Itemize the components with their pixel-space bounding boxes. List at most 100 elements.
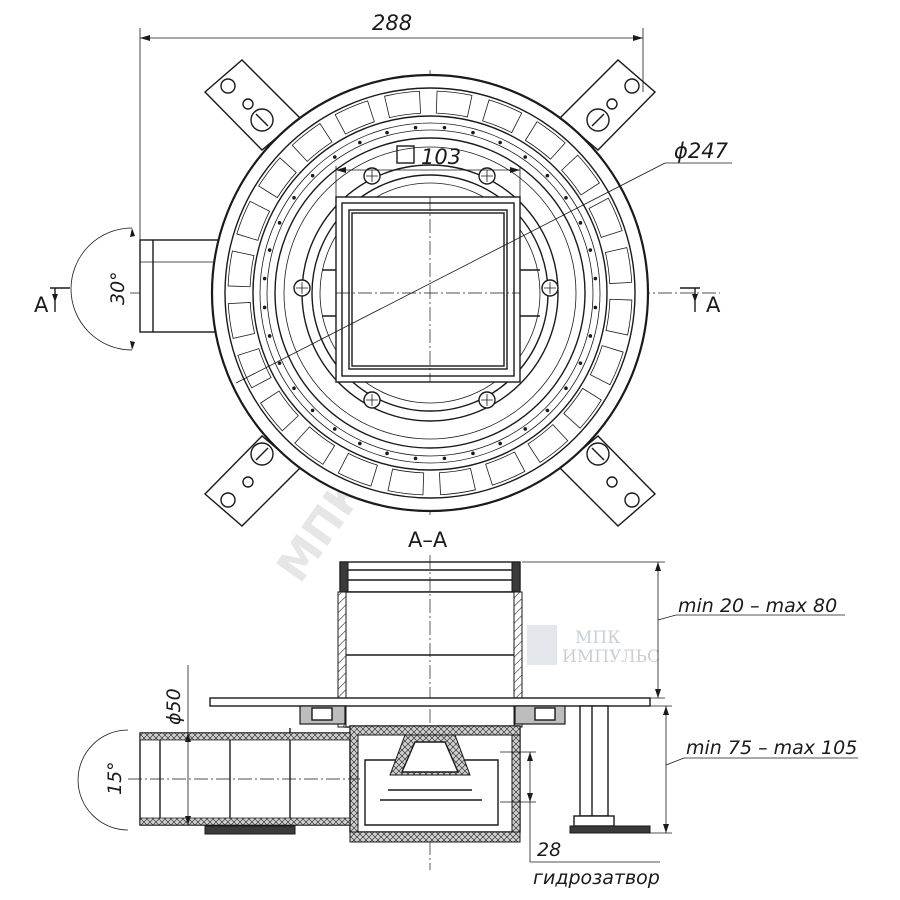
angle-arc-top: [70, 227, 133, 351]
label-height-upper: min 20 – max 80: [678, 595, 837, 617]
body-rib: [227, 301, 256, 339]
watermark-logo: МПК ИМПУЛЬС: [527, 625, 660, 667]
label-water-seal-value: 28: [537, 839, 561, 861]
screw-left: [293, 279, 311, 297]
perimeter-hole: [413, 456, 418, 461]
label-water-seal: гидрозатвор: [533, 867, 660, 889]
body-rib: [227, 250, 255, 288]
screw-bottom-right: [478, 391, 496, 409]
mounting-bracket-bottom-left: [203, 435, 302, 527]
perimeter-hole: [267, 334, 272, 338]
dimension-288: [139, 28, 644, 240]
section-marker-right: [680, 287, 700, 312]
perimeter-hole: [593, 305, 598, 310]
perimeter-hole: [277, 221, 282, 225]
label-section-title: А–А: [408, 528, 448, 552]
body-rib: [236, 200, 271, 241]
perimeter-hole: [413, 125, 418, 130]
perimeter-hole: [578, 221, 583, 225]
perimeter-hole: [545, 408, 550, 413]
body-rib: [435, 90, 473, 118]
perimeter-hole: [498, 140, 502, 145]
section-view: [77, 555, 858, 870]
body-rib: [604, 247, 633, 285]
perimeter-hole: [442, 125, 447, 130]
top-view: [50, 28, 732, 527]
perimeter-hole: [332, 155, 337, 159]
screw-bottom-left: [363, 391, 381, 409]
watermark-logo-line2: ИМПУЛЬС: [562, 647, 660, 667]
perimeter-hole: [292, 195, 296, 200]
perimeter-hole: [588, 334, 593, 338]
label-section-marker-left: A: [34, 293, 49, 317]
angle-arc-bottom: [77, 729, 129, 831]
perimeter-hole: [292, 386, 296, 391]
square-grate: [335, 196, 521, 383]
perimeter-hole: [267, 248, 272, 252]
perimeter-hole: [310, 173, 315, 178]
perimeter-hole: [332, 427, 337, 431]
perimeter-hole: [593, 276, 598, 281]
label-section-marker-right: A: [706, 293, 721, 317]
body-rib: [260, 390, 299, 432]
perimeter-hole: [262, 276, 267, 281]
body-rib: [482, 99, 523, 134]
perimeter-hole: [310, 408, 315, 413]
perimeter-hole: [564, 195, 568, 200]
section-marker-left: [50, 287, 70, 312]
perimeter-hole: [564, 386, 568, 391]
body-rib: [291, 123, 333, 162]
body-ribs: [227, 90, 633, 496]
dimension-lower-height: [650, 705, 858, 834]
screws: [293, 167, 559, 409]
perimeter-hole: [277, 361, 282, 365]
label-outlet-diameter: ϕ50: [163, 688, 185, 725]
diameter-leader: [235, 162, 666, 384]
label-width-288: 288: [372, 11, 412, 35]
outlet-pipe: [128, 728, 360, 835]
body-rib: [387, 468, 425, 496]
body-rib: [527, 424, 569, 463]
square-symbol-icon: [396, 145, 415, 164]
floor-flange: [209, 697, 651, 707]
perimeter-hole: [385, 451, 389, 456]
label-height-lower: min 75 – max 105: [686, 737, 857, 759]
body-rib: [337, 452, 378, 487]
perimeter-hole: [385, 130, 389, 135]
screw-top-left: [363, 167, 381, 185]
body-rib: [438, 467, 476, 496]
body-rib: [237, 348, 272, 389]
perimeter-hole: [471, 451, 475, 456]
dimension-water-seal: [500, 751, 660, 863]
body-rib: [605, 298, 633, 336]
perimeter-hole: [578, 361, 583, 365]
perimeter-hole: [262, 305, 267, 310]
label-angle-30: 30°: [107, 271, 129, 305]
dimension-103: [335, 145, 521, 197]
labels: 288 ϕ247 103 30° A A А–А ϕ50 15° min 20 …: [34, 11, 857, 889]
support-leg: [569, 705, 651, 834]
perimeter-hole: [358, 140, 362, 145]
body-rib: [485, 451, 526, 486]
mounting-bracket-top-left: [203, 59, 302, 151]
perimeter-hole: [588, 248, 593, 252]
body-rib: [563, 387, 602, 429]
perimeter-hole: [523, 155, 528, 159]
screw-top-right: [478, 167, 496, 185]
dimension-phi50: [185, 665, 191, 825]
body-rib: [334, 100, 375, 135]
watermark-logo-line1: МПК: [575, 628, 620, 648]
perimeter-hole: [358, 441, 362, 446]
body-rib: [384, 90, 422, 119]
perimeter-hole: [523, 427, 528, 431]
perimeter-hole: [442, 456, 447, 461]
perimeter-holes: [262, 125, 598, 461]
body-rib: [524, 121, 566, 160]
perimeter-hole: [471, 130, 475, 135]
label-square-103: 103: [421, 145, 461, 169]
body-rib: [589, 345, 624, 386]
side-outlet-pipe: [139, 239, 221, 333]
perimeter-hole: [545, 173, 550, 178]
label-angle-15: 15°: [104, 761, 126, 795]
